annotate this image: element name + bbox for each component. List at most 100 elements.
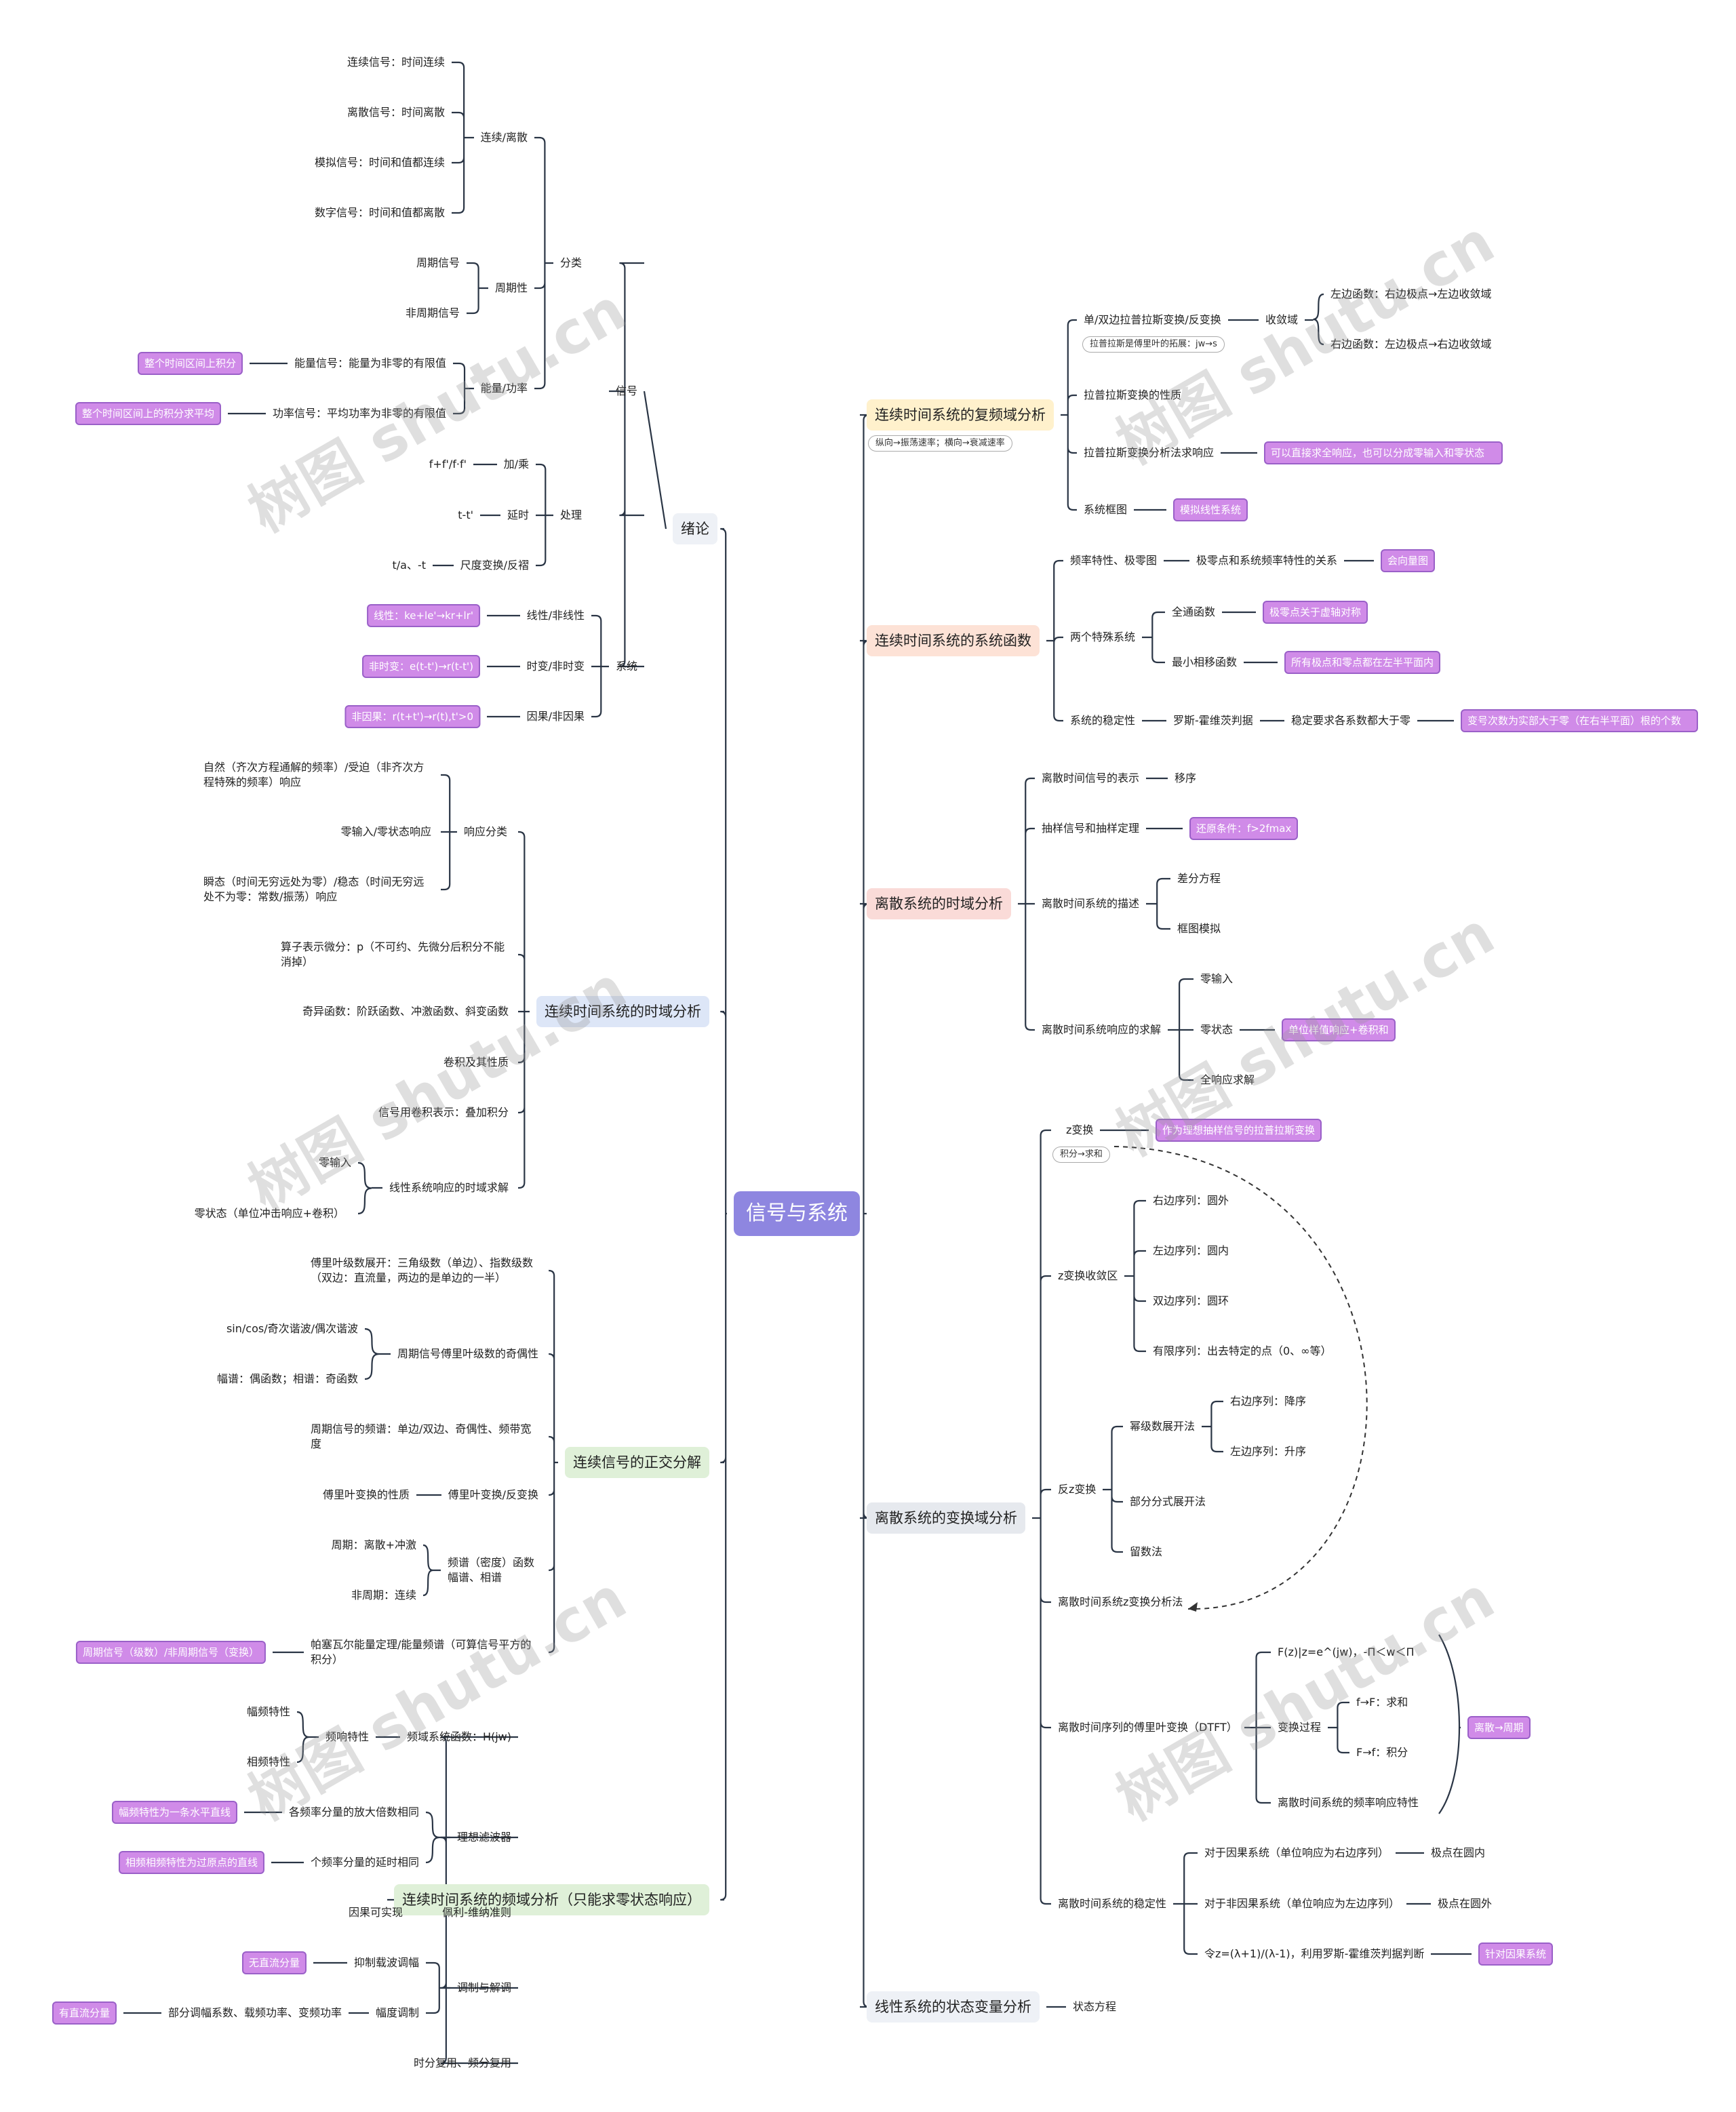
node-plwn[interactable]: 佩利-维纳准则 (442, 1906, 511, 1919)
node-xtkt[interactable]: 系统框图 (1084, 503, 1128, 516)
node-qxy[interactable]: 全响应求解 (1200, 1073, 1255, 1086)
node-ktmn[interactable]: 框图模拟 (1177, 922, 1221, 935)
node-lzt[interactable]: 零状态（单位冲击响应+卷积） (194, 1207, 344, 1220)
node-xtkt_a[interactable]: 模拟线性系统 (1173, 498, 1248, 521)
node-zqx[interactable]: 周期性 (494, 281, 528, 294)
node-bftz_a[interactable]: 有直流分量 (52, 2001, 117, 2025)
node-lsh[interactable]: 罗斯-霍维茨判据 (1173, 714, 1253, 727)
node-r_fp[interactable]: 连续时间系统的复频域分析 (867, 399, 1054, 431)
node-lsms[interactable]: 离散时间系统的描述 (1042, 897, 1140, 910)
node-zbh2_a[interactable]: 作为理想抽样信号的拉普拉斯变换 (1156, 1119, 1322, 1142)
node-l_zj[interactable]: 连续信号的正交分解 (565, 1447, 709, 1478)
node-sffy[interactable]: 时分复用、频分复用 (413, 2056, 511, 2069)
node-pxtx[interactable]: 频响特性 (325, 1730, 369, 1743)
node-bftz[interactable]: 部分调幅系数、载频功率、变频功率 (167, 2006, 342, 2019)
node-lpfx_a[interactable]: 可以直接求全响应，也可以分成零输入和零状态 (1264, 441, 1503, 464)
node-wdx[interactable]: 系统的稳定性 (1070, 714, 1136, 727)
node-xptx[interactable]: 相频特性 (246, 1755, 290, 1768)
node-psw_a[interactable]: 周期信号（级数）/非周期信号（变换） (75, 1641, 266, 1664)
node-glxh_a[interactable]: 整个时间区间上的积分求平均 (75, 402, 221, 425)
node-fygxt[interactable]: 对于非因果系统（单位响应为左边序列） (1204, 1897, 1400, 1910)
node-yx[interactable]: 移序 (1175, 772, 1197, 784)
node-root[interactable]: 信号与系统 (734, 1191, 860, 1236)
node-xxxy[interactable]: 线性系统响应的时域求解 (389, 1181, 509, 1194)
node-r_zt[interactable]: 线性系统的状态变量分析 (867, 1991, 1040, 2023)
node-fzq_lx[interactable]: 非周期：连续 (351, 1589, 416, 1601)
node-lxls[interactable]: 连续/离散 (480, 131, 528, 144)
node-yzzb_a[interactable]: 无直流分量 (241, 1951, 307, 1974)
node-cy_a[interactable]: 还原条件：f>2fmax (1189, 817, 1299, 840)
node-ygxt[interactable]: 对于因果系统（单位响应为右边序列） (1204, 1846, 1389, 1859)
node-ztfc[interactable]: 状态方程 (1073, 2000, 1117, 2013)
node-jc[interactable]: 加/乘 (503, 458, 529, 471)
node-r_lsbh[interactable]: 离散系统的变换域分析 (867, 1502, 1025, 1534)
node-lpls[interactable]: 单/双边拉普拉斯变换/反变换 (1084, 313, 1221, 326)
node-lpxz[interactable]: 拉普拉斯变换的性质 (1084, 388, 1182, 401)
node-bhgc[interactable]: 变换过程 (1278, 1721, 1322, 1734)
node-wdyq_a[interactable]: 变号次数为实部大于零（在右半平面）根的个数 (1461, 709, 1698, 732)
node-fp[interactable]: 幅谱：偶函数；相谱：奇函数 (216, 1372, 358, 1385)
node-zxl[interactable]: 左边序列：圆内 (1153, 1244, 1229, 1257)
node-lzt3[interactable]: 零状态 (1200, 1023, 1234, 1036)
node-jc_v[interactable]: f+f'/f·f' (429, 458, 467, 471)
node-zxxw_a[interactable]: 所有极点和零点都在左半平面内 (1284, 651, 1441, 674)
node-mjs[interactable]: 幂级数展开法 (1130, 1420, 1196, 1433)
node-lzt3_a[interactable]: 单位样值响应+卷积和 (1282, 1018, 1396, 1041)
node-cd[interactable]: 尺度变换/反褶 (460, 559, 529, 572)
node-pltx[interactable]: 频率特性、极零图 (1070, 554, 1158, 567)
node-fygxt_v[interactable]: 极点在圆外 (1438, 1897, 1493, 1910)
node-dtft_a[interactable]: 离散→周期 (1467, 1716, 1531, 1739)
node-fF[interactable]: f→F：求和 (1356, 1696, 1408, 1709)
node-qths_a[interactable]: 极零点关于虚轴对称 (1263, 601, 1368, 624)
node-bffs[interactable]: 部分分式展开法 (1130, 1495, 1206, 1508)
node-jldgx_a[interactable]: 会向量图 (1381, 549, 1436, 572)
node-fptx[interactable]: 幅频特性 (246, 1705, 290, 1718)
node-zbh[interactable]: 左边函数：右边极点→左边收敛域 (1330, 287, 1492, 300)
node-sb_a[interactable]: 非时变：e(t-t')→r(t-t') (362, 655, 480, 678)
node-xx_a[interactable]: 线性：ke+le'→kr+lr' (367, 604, 480, 627)
node-flybh[interactable]: 傅里叶变换/反变换 (448, 1488, 538, 1501)
node-zq1[interactable]: 周期信号 (416, 256, 460, 269)
node-lsr3[interactable]: 零输入 (1200, 972, 1234, 985)
node-mn[interactable]: 模拟信号：时间和值都连续 (314, 156, 445, 169)
node-qy[interactable]: 奇异函数：阶跃函数、冲激函数、斜变函数 (302, 1005, 509, 1018)
node-lpls_tag[interactable]: 拉普拉斯是傅里叶的拓展：jw→s (1082, 336, 1225, 353)
node-flyxz[interactable]: 傅里叶变换的性质 (322, 1488, 410, 1501)
node-psw[interactable]: 帕塞瓦尔能量定理/能量频谱（可算信号平方的积分） (311, 1638, 532, 1666)
node-r_fp_tag[interactable]: 纵向→振荡速率；横向→衰减速率 (868, 435, 1012, 452)
node-xhjj[interactable]: 信号用卷积表示：叠加积分 (378, 1106, 509, 1119)
node-gpfl_a[interactable]: 幅频特性为一条水平直线 (111, 1801, 237, 1824)
node-wdyq[interactable]: 稳定要求各系数都大于零 (1291, 714, 1411, 727)
node-ysxt_a[interactable]: 相频相频特性为过原点的直线 (118, 1851, 264, 1874)
node-ygxt_v[interactable]: 极点在圆内 (1431, 1846, 1486, 1859)
node-jj[interactable]: 卷积及其性质 (443, 1056, 509, 1069)
node-zqpp[interactable]: 周期信号的频谱：单边/双边、奇偶性、频带宽度 (311, 1422, 532, 1450)
node-gpfl[interactable]: 各频率分量的放大倍数相同 (288, 1806, 419, 1818)
node-l_py[interactable]: 连续时间系统的频域分析（只能求零状态响应） (394, 1884, 709, 1915)
node-lsbs[interactable]: 离散时间信号的表示 (1042, 772, 1140, 784)
node-lz[interactable]: 令z=(λ+1)/(λ-1)，利用罗斯-霍维茨判据判断 (1204, 1947, 1425, 1960)
node-xx[interactable]: 线性/非线性 (526, 609, 585, 622)
node-glxh[interactable]: 功率信号：平均功率为非零的有限值 (272, 407, 446, 420)
node-yxl[interactable]: 右边序列：圆外 (1153, 1194, 1229, 1207)
node-lsr2[interactable]: 零输入 (318, 1156, 351, 1169)
node-zbh2[interactable]: z变换 (1066, 1123, 1094, 1136)
node-ybh[interactable]: 右边函数：左边极点→右边收敛域 (1330, 338, 1492, 351)
node-fly[interactable]: 傅里叶级数展开：三角级数（单边）、指数级数（双边：直流量，两边的是单边的一半） (311, 1256, 534, 1284)
node-lswd[interactable]: 离散时间系统的稳定性 (1058, 1897, 1167, 1910)
node-fzq[interactable]: 非周期信号 (405, 306, 460, 319)
node-yzzb[interactable]: 抑制载波调幅 (353, 1956, 419, 1969)
node-zq_ls[interactable]: 周期：离散+冲激 (331, 1538, 416, 1551)
node-cy[interactable]: 抽样信号和抽样定理 (1042, 822, 1140, 835)
node-sz[interactable]: 数字信号：时间和值都离散 (314, 206, 445, 219)
node-fl[interactable]: 分类 (559, 256, 582, 269)
node-sincos[interactable]: sin/cos/奇次谐波/偶次谐波 (226, 1322, 358, 1335)
node-fz1[interactable]: F(z)|z=e^(jw)，-Π＜w＜Π (1278, 1646, 1415, 1658)
node-lsz[interactable]: 离散时间系统z变换分析法 (1058, 1595, 1183, 1608)
node-r_xths[interactable]: 连续时间系统的系统函数 (867, 625, 1040, 656)
node-lgts[interactable]: 两个特殊系统 (1070, 631, 1136, 643)
node-fz[interactable]: 反z变换 (1058, 1483, 1097, 1496)
node-nlxh_a[interactable]: 整个时间区间上积分 (137, 352, 243, 375)
node-lspx[interactable]: 离散时间系统的频率响应特性 (1278, 1796, 1419, 1809)
node-lx1[interactable]: 连续信号：时间连续 (347, 56, 445, 68)
